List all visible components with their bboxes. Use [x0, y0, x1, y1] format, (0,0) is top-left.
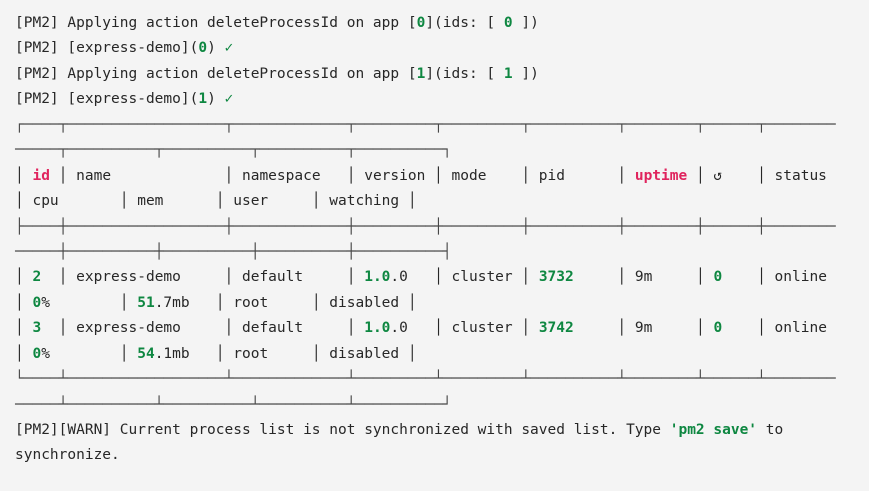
- pm2-log-line-1: [PM2] Applying action deleteProcessId on…: [15, 11, 869, 36]
- table-bottom-border-wrap-segment: ─────┴──────────┴──────────┴──────────┴─…: [15, 396, 452, 413]
- pm2-warn-line-1: [PM2][WARN] Current process list is not …: [15, 418, 869, 443]
- pm2-warn-line-2-segment: synchronize.: [15, 447, 120, 464]
- table-row-2-segment: 3742: [538, 320, 574, 337]
- table-separator: ├────┼──────────────────┼─────────────┼─…: [15, 215, 869, 240]
- table-header-row: │ id │ name │ namespace │ version │ mode…: [15, 164, 869, 189]
- table-top-border-segment: ┌────┬──────────────────┬─────────────┬─…: [15, 116, 836, 133]
- table-bottom-border: └────┴──────────────────┴─────────────┴─…: [15, 367, 869, 392]
- pm2-log-line-3-segment: ]): [512, 65, 539, 82]
- table-row-1-segment: │ express-demo │ default │: [41, 269, 365, 286]
- table-row-1-wrap-segment: % │: [41, 294, 138, 311]
- table-row-2-wrap-segment: │: [15, 345, 33, 362]
- pm2-log-line-3-segment: 1: [503, 65, 513, 82]
- table-row-1-wrap-segment: .7mb │ root │ disabled │: [154, 294, 417, 311]
- table-row-2-wrap-segment: .1mb │ root │ disabled │: [154, 345, 417, 362]
- pm2-log-line-3: [PM2] Applying action deleteProcessId on…: [15, 62, 869, 87]
- pm2-log-line-1-segment: 0: [416, 15, 426, 31]
- table-row-1-segment: .0 │ cluster │: [390, 269, 539, 286]
- table-top-border-wrap: ─────┬──────────┬──────────┬──────────┬─…: [15, 138, 869, 163]
- table-row-2-segment: .0 │ cluster │: [390, 320, 539, 337]
- pm2-log-line-2-segment: ✓: [224, 40, 234, 57]
- table-row-1-segment: 1.0: [364, 269, 391, 286]
- table-separator-wrap: ─────┼──────────┼──────────┼──────────┼─…: [15, 240, 869, 265]
- pm2-log-line-2-segment: 0: [198, 40, 208, 57]
- table-row-1-segment: │ 9m │: [573, 269, 714, 286]
- table-row-2-wrap: │ 0% │ 54.1mb │ root │ disabled │: [15, 342, 869, 367]
- table-row-2-segment: │: [15, 320, 33, 337]
- table-row-2-segment: 3: [32, 320, 42, 337]
- table-header-row-segment: │: [15, 167, 33, 184]
- pm2-warn-line-2: synchronize.: [15, 443, 869, 468]
- table-row-1-wrap-segment: 0: [32, 294, 42, 311]
- pm2-log-line-2-segment: [PM2] [express-demo](: [15, 40, 199, 57]
- pm2-log-line-4-segment: 1: [198, 91, 208, 108]
- pm2-log-line-3-segment: [PM2] Applying action deleteProcessId on…: [15, 65, 417, 82]
- table-row-2-segment: 0: [713, 320, 723, 337]
- table-row-1: │ 2 │ express-demo │ default │ 1.0.0 │ c…: [15, 265, 869, 290]
- table-top-border: ┌────┬──────────────────┬─────────────┬─…: [15, 113, 869, 138]
- pm2-log-line-4: [PM2] [express-demo](1) ✓: [15, 87, 869, 112]
- pm2-log-line-4-segment: ✓: [224, 91, 234, 108]
- table-row-1-segment: 0: [713, 269, 723, 286]
- table-row-1-wrap: │ 0% │ 51.7mb │ root │ disabled │: [15, 291, 869, 316]
- table-row-2-segment: │ online: [722, 320, 836, 337]
- pm2-log-line-3-segment: ](ids: [: [425, 65, 504, 82]
- table-row-1-segment: 3732: [538, 269, 574, 286]
- terminal-output: [PM2] Applying action deleteProcessId on…: [15, 11, 869, 468]
- pm2-log-line-3-segment: 1: [416, 65, 426, 82]
- pm2-warn-line-1-segment: [PM2][WARN] Current process list is not …: [15, 422, 670, 438]
- pm2-log-line-1-segment: [PM2] Applying action deleteProcessId on…: [15, 15, 417, 31]
- pm2-warn-line-1-segment: to: [757, 422, 784, 438]
- table-row-1-wrap-segment: │: [15, 294, 33, 311]
- table-row-1-wrap-segment: 51: [137, 294, 155, 311]
- table-row-2-segment: │ express-demo │ default │: [41, 320, 365, 337]
- table-row-1-segment: 2: [32, 269, 42, 286]
- table-row-1-segment: │ online: [722, 269, 836, 286]
- table-top-border-wrap-segment: ─────┬──────────┬──────────┬──────────┬─…: [15, 142, 452, 159]
- table-separator-wrap-segment: ─────┼──────────┼──────────┼──────────┼─…: [15, 243, 452, 260]
- table-row-2: │ 3 │ express-demo │ default │ 1.0.0 │ c…: [15, 316, 869, 341]
- table-header-row-segment: │ ↺ │ status: [687, 167, 836, 184]
- table-header-row-segment: uptime: [634, 167, 688, 184]
- table-header-row-wrap-segment: │ cpu │ mem │ user │ watching │: [15, 193, 417, 210]
- table-row-2-wrap-segment: % │: [41, 345, 138, 362]
- pm2-log-line-4-segment: [PM2] [express-demo](: [15, 91, 199, 108]
- table-header-row-segment: id: [32, 167, 50, 184]
- pm2-warn-line-1-segment: 'pm2 save': [669, 422, 758, 438]
- pm2-log-line-1-segment: ]): [512, 15, 539, 31]
- pm2-log-line-1-segment: 0: [503, 15, 513, 31]
- pm2-log-line-4-segment: ): [207, 91, 225, 108]
- table-bottom-border-wrap: ─────┴──────────┴──────────┴──────────┴─…: [15, 393, 869, 418]
- table-bottom-border-segment: └────┴──────────────────┴─────────────┴─…: [15, 371, 836, 388]
- pm2-log-line-2: [PM2] [express-demo](0) ✓: [15, 36, 869, 61]
- table-row-2-wrap-segment: 54: [137, 345, 155, 362]
- table-row-2-wrap-segment: 0: [32, 345, 42, 362]
- table-row-2-segment: │ 9m │: [573, 320, 714, 337]
- table-header-row-segment: │ name │ namespace │ version │ mode │ pi…: [49, 167, 635, 184]
- pm2-log-line-2-segment: ): [207, 40, 225, 57]
- pm2-log-line-1-segment: ](ids: [: [425, 15, 504, 31]
- table-separator-segment: ├────┼──────────────────┼─────────────┼─…: [15, 218, 836, 235]
- table-header-row-wrap: │ cpu │ mem │ user │ watching │: [15, 189, 869, 214]
- table-row-2-segment: 1.0: [364, 320, 391, 337]
- table-row-1-segment: │: [15, 269, 33, 286]
